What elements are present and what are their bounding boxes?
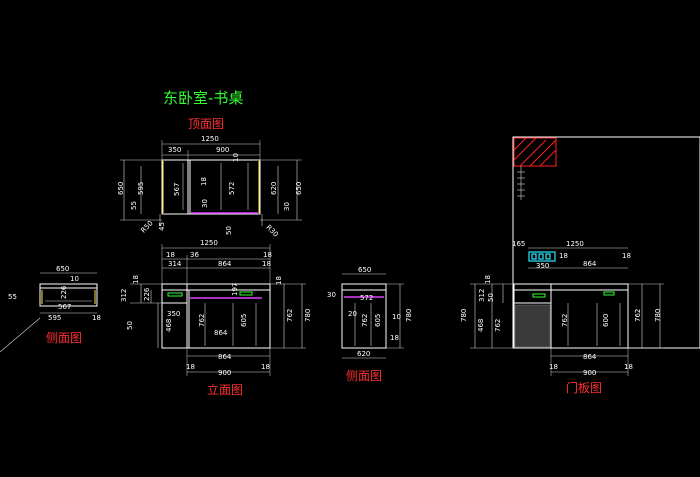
front-dim-226: 226 [143, 287, 151, 301]
right-side-dim-30: 30 [327, 291, 336, 299]
right-side-dim-780: 780 [405, 309, 413, 322]
door-dim-762-mid: 762 [561, 314, 569, 327]
left-side-dim-18: 18 [92, 314, 101, 322]
front-dim-18-g: 18 [261, 363, 270, 371]
front-dim-18-a: 18 [166, 251, 175, 259]
top-view: 顶面图 1250 350 900 10 650 595 55 567 18 57 [117, 117, 303, 239]
door-dim-312: 312 [478, 289, 486, 302]
front-dim-18-c: 18 [262, 260, 271, 268]
front-dim-314: 314 [168, 260, 182, 268]
door-dim-468: 468 [477, 319, 485, 332]
left-side-view: 650 10 55 226 567 595 18 侧面图 [0, 265, 101, 353]
left-side-dim-650: 650 [56, 265, 69, 273]
right-side-dim-18: 18 [390, 334, 399, 342]
top-dim-30-b: 30 [283, 202, 291, 211]
front-dim-864-bot: 864 [218, 353, 232, 361]
right-side-dim-650: 650 [358, 266, 371, 274]
door-dim-762-right: 762 [634, 309, 642, 322]
door-dim-900: 900 [583, 369, 596, 377]
top-dim-900: 900 [216, 146, 229, 154]
door-dim-780-right: 780 [654, 309, 662, 322]
right-side-dim-10: 10 [392, 313, 401, 321]
right-side-dim-762: 762 [361, 314, 369, 327]
door-dim-780-left: 780 [460, 309, 468, 322]
top-dim-620: 620 [270, 182, 278, 195]
left-side-dim-595: 595 [48, 314, 61, 322]
top-dim-10: 10 [232, 153, 240, 162]
right-side-dim-572: 572 [360, 294, 373, 302]
door-dim-18-e: 18 [624, 363, 633, 371]
front-dim-1250: 1250 [200, 239, 218, 247]
top-dim-595: 595 [137, 182, 145, 195]
door-dim-50: 50 [487, 293, 495, 302]
top-dim-r50: R50 [139, 219, 154, 234]
left-side-dim-567: 567 [58, 303, 71, 311]
door-dim-18-d: 18 [549, 363, 558, 371]
right-side-view: 650 572 30 20 762 605 10 780 18 620 侧面图 [327, 266, 413, 383]
front-dim-864-top: 864 [218, 260, 232, 268]
top-dim-567: 567 [173, 183, 181, 196]
right-side-dim-620: 620 [357, 350, 370, 358]
top-dim-45: 45 [158, 222, 166, 231]
door-dim-18-a: 18 [559, 252, 568, 260]
left-side-dim-10: 10 [70, 275, 79, 283]
front-dim-864-mid: 864 [214, 329, 228, 337]
front-dim-197: 197 [231, 283, 239, 296]
door-dim-350: 350 [536, 262, 549, 270]
top-dim-1250: 1250 [201, 135, 219, 143]
right-side-dim-605: 605 [374, 314, 382, 327]
door-dim-18-b: 18 [622, 252, 631, 260]
door-dim-864-top: 864 [583, 260, 597, 268]
front-view: 1250 36 18 314 864 18 18 312 18 226 50 4… [120, 239, 312, 397]
front-dim-762-a: 762 [198, 314, 206, 327]
top-dim-50: 50 [225, 226, 233, 235]
front-dim-18-f: 18 [186, 363, 195, 371]
right-side-view-label: 侧面图 [346, 369, 382, 383]
front-dim-900: 900 [218, 369, 231, 377]
top-dim-650-left: 650 [117, 182, 125, 195]
door-view: 165 1250 350 18 864 18 18 312 50 780 468… [460, 136, 700, 395]
top-dim-350: 350 [168, 146, 181, 154]
front-dim-312: 312 [120, 289, 128, 302]
top-dim-650-right: 650 [295, 182, 303, 195]
door-dim-762-left: 762 [494, 319, 502, 332]
door-dim-864-bot: 864 [583, 353, 597, 361]
top-dim-30-a: 30 [201, 199, 209, 208]
door-dim-600: 600 [602, 314, 610, 327]
front-dim-18-e: 18 [275, 276, 283, 285]
door-dim-18-c: 18 [484, 275, 492, 284]
left-side-dim-226: 226 [60, 285, 68, 299]
top-view-label: 顶面图 [188, 117, 224, 131]
front-dim-18-b: 18 [263, 251, 272, 259]
front-dim-36: 36 [190, 251, 199, 259]
front-dim-18-d: 18 [132, 275, 140, 284]
front-dim-50: 50 [126, 321, 134, 330]
door-dim-165: 165 [512, 240, 525, 248]
top-dim-r30: R30 [264, 223, 279, 238]
front-dim-350: 350 [167, 310, 180, 318]
right-side-dim-20: 20 [348, 310, 357, 318]
top-dim-18: 18 [200, 177, 208, 186]
door-view-label: 门板图 [566, 380, 602, 395]
front-dim-780: 780 [304, 309, 312, 322]
top-dim-55: 55 [130, 201, 138, 210]
drawing-title: 东卧室-书桌 [163, 89, 243, 107]
front-dim-605: 605 [240, 314, 248, 327]
front-view-label: 立面图 [207, 382, 243, 397]
front-dim-762-b: 762 [286, 309, 294, 322]
left-side-view-label: 侧面图 [46, 331, 82, 345]
top-dim-572: 572 [228, 182, 236, 195]
front-dim-468: 468 [165, 319, 173, 332]
left-side-dim-55: 55 [8, 293, 17, 301]
door-dim-1250: 1250 [566, 240, 584, 248]
